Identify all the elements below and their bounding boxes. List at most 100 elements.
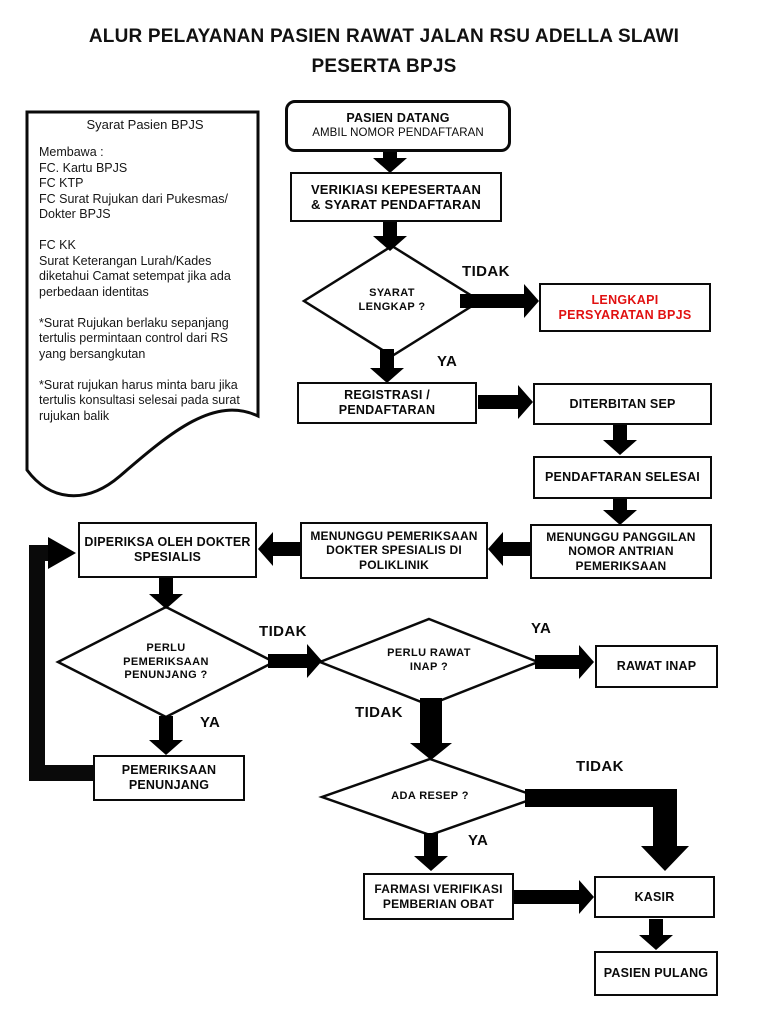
note-line: Dokter BPJS — [39, 207, 111, 221]
arrow-farmasi-to-kasir — [514, 880, 594, 914]
node-label: PENDAFTARAN SELESAI — [545, 470, 700, 484]
note-line: *Surat rujukan harus minta baru jika — [39, 377, 238, 392]
note-line: *Surat Rujukan berlaku sepanjang — [39, 315, 229, 330]
node-label: PENUNJANG — [128, 778, 210, 792]
branch-label-tidak-penunjang: TIDAK — [259, 623, 307, 640]
flow-node-menunggu-panggilan: MENUNGGU PANGGILAN NOMOR ANTRIAN PEMERIK… — [530, 524, 712, 579]
arrow-rawatinap-ya — [535, 645, 594, 679]
flow-node-diperiksa-dokter: DIPERIKSA OLEH DOKTER SPESIALIS — [78, 522, 257, 578]
node-label: DITERBITAN SEP — [569, 396, 676, 411]
flow-node-diterbitan-sep: DITERBITAN SEP — [533, 383, 712, 425]
arrow-rawatinap-tidak-to-resep — [410, 698, 452, 760]
node-label: PEMERIKSAAN — [575, 558, 667, 573]
flow-node-rawat-inap: RAWAT INAP — [595, 645, 718, 688]
arrow-registrasi-to-sep — [478, 385, 533, 419]
note-document-shape — [25, 110, 260, 498]
arrow-diperiksa-to-penunjang — [149, 578, 183, 609]
decision-syarat-lengkap: SYARAT LENGKAP ? — [302, 287, 482, 314]
arrow-resep-ya-to-farmasi — [414, 833, 448, 871]
branch-label-ya-resep: YA — [468, 832, 489, 849]
node-label: RAWAT INAP — [616, 659, 697, 673]
decision-label: PERLU — [146, 642, 186, 654]
node-sublabel: AMBIL NOMOR PENDAFTARAN — [312, 127, 484, 139]
node-label: LENGKAPI — [591, 292, 659, 307]
decision-label: PERLU RAWAT — [387, 647, 471, 659]
page-title-line1: ALUR PELAYANAN PASIEN RAWAT JALAN RSU AD… — [88, 26, 680, 47]
node-label: SPESIALIS — [133, 550, 202, 564]
note-line: FC. Kartu BPJS — [39, 160, 128, 175]
node-label: REGISTRASI / — [344, 388, 430, 402]
note-title: Syarat Pasien BPJS — [86, 117, 204, 132]
flow-node-kasir: KASIR — [594, 876, 715, 918]
arrow-syarat-tidak-to-lengkapi — [460, 284, 539, 318]
note-line: Membawa : — [39, 145, 104, 159]
branch-label-ya-rawat-inap: YA — [531, 620, 552, 637]
flow-node-pasien-pulang: PASIEN PULANG — [594, 951, 718, 996]
note-line: FC KTP — [39, 176, 84, 190]
arrow-syarat-ya-to-registrasi — [370, 349, 404, 383]
note-line: yang bersangkutan — [39, 346, 146, 361]
flow-node-registrasi: REGISTRASI / PENDAFTARAN — [297, 382, 477, 424]
arrow-menunggu-to-diperiksa — [258, 532, 300, 566]
branch-label-tidak-resep: TIDAK — [576, 758, 624, 775]
flow-node-lengkapi-persyaratan: LENGKAPI PERSYARATAN BPJS — [539, 283, 711, 332]
decision-perlu-rawat-inap: PERLU RAWAT INAP ? — [339, 647, 519, 674]
document-outline — [25, 110, 260, 498]
decision-perlu-penunjang: PERLU PEMERIKSAAN PENUNJANG ? — [76, 642, 256, 683]
note-body: Membawa : FC. Kartu BPJS FC KTP FC Surat… — [39, 145, 254, 424]
arrow-sep-to-selesai — [603, 425, 637, 455]
node-label: PASIEN PULANG — [603, 966, 709, 980]
branch-label-ya-syarat: YA — [437, 353, 458, 370]
note-line: tertulis konsultasi selesai pada surat — [39, 393, 240, 407]
node-label: PASIEN DATANG — [346, 111, 450, 125]
arrow-kasir-to-pulang — [639, 919, 673, 950]
node-label: & SYARAT PENDAFTARAN — [311, 197, 481, 212]
arrow-datang-to-verifikasi — [373, 151, 407, 173]
loop-pemeriksaan-to-diperiksa — [29, 545, 95, 781]
arrow-panggilan-to-menunggu — [488, 532, 530, 566]
decision-label: PENUNJANG ? — [124, 669, 208, 681]
flow-node-pendaftaran-selesai: PENDAFTARAN SELESAI — [533, 456, 712, 499]
note-line: FC KK — [39, 238, 76, 252]
node-label: KASIR — [634, 889, 675, 904]
note-line: diketahui Camat setempat jika ada — [39, 269, 231, 283]
node-label: POLIKLINIK — [359, 557, 429, 572]
branch-label-tidak-syarat: TIDAK — [462, 263, 510, 280]
node-label: FARMASI VERIFIKASI — [374, 882, 503, 896]
flow-node-verifikasi: VERIKIASI KEPESERTAAN & SYARAT PENDAFTAR… — [290, 172, 502, 222]
page-title-line2: PESERTA BPJS — [311, 56, 457, 77]
decision-label: INAP ? — [409, 660, 449, 673]
flow-node-farmasi: FARMASI VERIFIKASI PEMBERIAN OBAT — [363, 873, 514, 920]
decision-label: LENGKAP ? — [358, 300, 426, 313]
decision-label: SYARAT — [369, 287, 415, 299]
arrow-selesai-to-panggilan — [603, 499, 637, 525]
node-label: PERSYARATAN BPJS — [558, 307, 692, 322]
flow-node-menunggu-pemeriksaan: MENUNGGU PEMERIKSAAN DOKTER SPESIALIS DI… — [300, 522, 488, 579]
decision-ada-resep: ADA RESEP ? — [340, 790, 520, 804]
arrow-penunjang-ya-to-pemeriksaan — [149, 716, 183, 755]
arrow-penunjang-tidak-to-rawatinap — [268, 644, 322, 678]
note-line: Surat Keterangan Lurah/Kades — [39, 253, 212, 268]
node-label: DIPERIKSA OLEH DOKTER — [84, 535, 251, 549]
decision-label: PEMERIKSAAN — [123, 655, 209, 668]
arrow-verifikasi-to-syarat — [373, 222, 407, 251]
node-label: DOKTER SPESIALIS DI — [326, 543, 462, 558]
node-label: PEMBERIAN OBAT — [382, 896, 495, 911]
flow-node-pemeriksaan-penunjang: PEMERIKSAAN PENUNJANG — [93, 755, 245, 801]
node-label: NOMOR ANTRIAN — [568, 544, 674, 559]
note-line: perbedaan identitas — [39, 284, 149, 299]
note-line: FC Surat Rujukan dari Pukesmas/ — [39, 191, 228, 206]
flow-node-pasien-datang: PASIEN DATANG AMBIL NOMOR PENDAFTARAN — [285, 100, 511, 152]
decision-label: ADA RESEP ? — [391, 790, 469, 802]
branch-label-tidak-rawat-inap: TIDAK — [355, 704, 403, 721]
note-line: rujukan balik — [39, 408, 110, 423]
node-label: VERIKIASI KEPESERTAAN — [310, 182, 482, 197]
node-label: MENUNGGU PEMERIKSAAN — [310, 528, 478, 543]
node-label: PEMERIKSAAN — [121, 763, 217, 777]
note-line: tertulis permintaan control dari RS — [39, 331, 228, 345]
node-label: MENUNGGU PANGGILAN — [546, 529, 696, 544]
node-label: PENDAFTARAN — [338, 403, 436, 417]
loop-arrowhead — [48, 537, 76, 569]
